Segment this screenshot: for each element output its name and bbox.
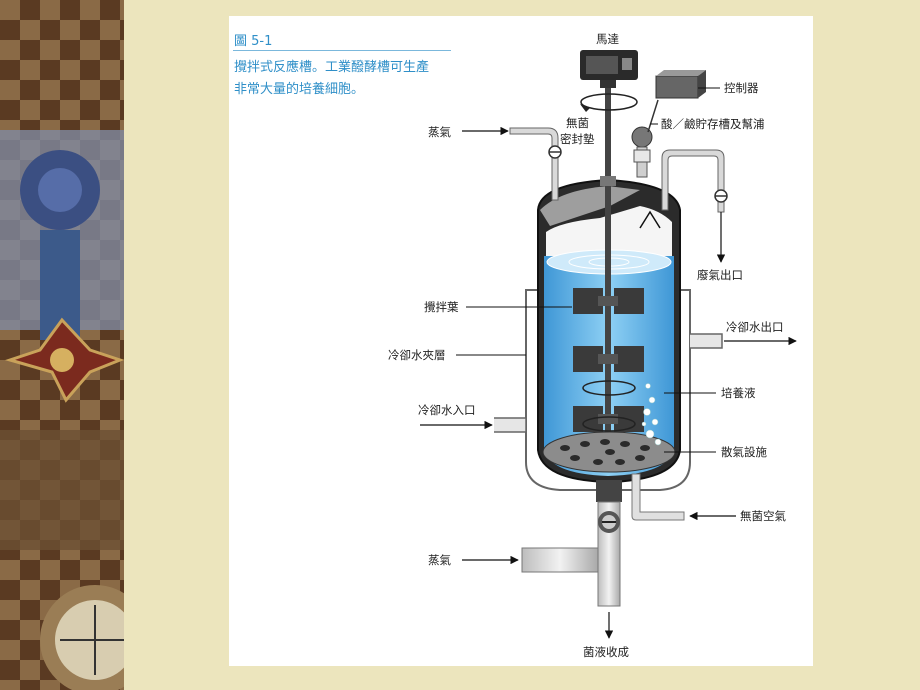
rotation-arrow-lower: [582, 416, 636, 432]
impeller-top: [573, 288, 644, 314]
label-culture: 培養液: [721, 386, 756, 400]
air-bubbles: [641, 383, 662, 446]
cooling-in-pipe: [494, 417, 527, 433]
label-steam-bottom: 蒸氣: [428, 553, 451, 567]
controller-box: [655, 70, 706, 99]
label-controller: 控制器: [724, 81, 759, 95]
label-sterile-seal-1: 無菌: [566, 116, 589, 130]
caption-line-1: 攪拌式反應槽。工業醱酵槽可生產: [234, 60, 430, 75]
vessel-dome: [540, 186, 640, 226]
exhaust-pipe: [661, 149, 725, 213]
steam-top-pipe: [509, 127, 559, 201]
figure-panel: 圖 5-1 攪拌式反應槽。工業醱酵槽可生產 非常大量的培養細胞。: [229, 16, 813, 666]
bioreactor-diagram: 馬達 控制器 酸／鹼貯存槽及幫浦 蒸氣 無菌 密封墊 廢氣出口 攪拌葉 冷卻水出…: [388, 32, 797, 659]
label-impeller: 攪拌葉: [424, 300, 459, 314]
motor-icon: [580, 50, 638, 88]
sterile-seal: [600, 176, 616, 186]
rotation-arrow-top: [580, 93, 638, 111]
cooling-jacket: [525, 289, 691, 491]
label-cooling-in: 冷卻水入口: [418, 403, 476, 417]
label-sterile-seal-2: 密封墊: [560, 132, 595, 146]
bottom-outlet: [596, 480, 622, 607]
label-cooling-out: 冷卻水出口: [726, 320, 784, 334]
sterile-air-pipe: [631, 473, 685, 521]
label-exhaust: 廢氣出口: [697, 268, 743, 282]
figure-number: 圖 5-1: [234, 34, 273, 49]
caption-line-2: 非常大量的培養細胞。: [234, 82, 365, 97]
label-sterile-air: 無菌空氣: [740, 509, 786, 523]
rotation-arrow-liquid: [582, 380, 636, 396]
label-acid-base: 酸／鹼貯存槽及幫浦: [661, 117, 765, 131]
label-harvest: 菌液收成: [583, 645, 629, 659]
steam-bottom-pipe: [521, 547, 599, 573]
sparger-plate: [542, 431, 676, 473]
label-sparger: 散氣設施: [721, 445, 767, 459]
stirrer-shaft: [605, 76, 611, 436]
label-cooling-jacket: 冷卻水夾層: [388, 348, 446, 362]
label-motor: 馬達: [596, 32, 619, 46]
decorative-medals-photo: [0, 0, 124, 690]
label-steam-top: 蒸氣: [428, 125, 451, 139]
acid-base-pump: [631, 126, 653, 178]
impeller-middle: [573, 346, 644, 372]
caption-divider: [233, 50, 451, 51]
cooling-out-pipe: [690, 333, 723, 349]
